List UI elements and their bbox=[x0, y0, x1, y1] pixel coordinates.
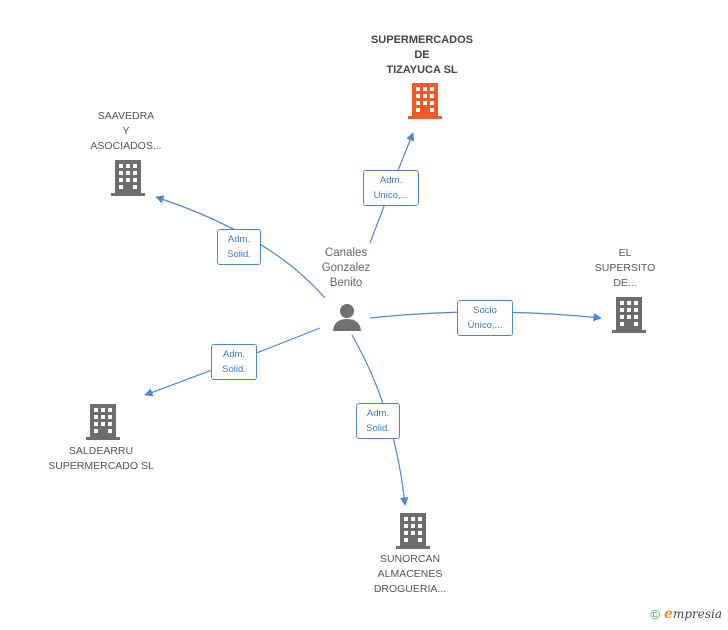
building-icon-tizayuca[interactable] bbox=[408, 83, 442, 119]
relation-label-sunorcan[interactable]: Adm. Solid. bbox=[356, 403, 400, 439]
relation-line: Adm. bbox=[366, 408, 390, 419]
brand-initial: e bbox=[664, 606, 673, 622]
brand-rest: mpresia bbox=[672, 607, 722, 621]
company-line: ALMACENES bbox=[377, 568, 443, 580]
person-line: Gonzalez bbox=[321, 262, 371, 274]
relation-line: Socio bbox=[473, 305, 497, 316]
relation-label-tizayuca[interactable]: Adm. Unico,... bbox=[363, 170, 419, 206]
person-line: Canales bbox=[324, 247, 368, 259]
company-line: Y bbox=[122, 125, 130, 137]
person-line: Benito bbox=[329, 277, 363, 289]
company-line: TIZAYUCA SL bbox=[386, 64, 458, 76]
company-line: SAAVEDRA bbox=[97, 110, 155, 122]
relation-line: Único,... bbox=[467, 320, 503, 331]
building-icon-saldearru[interactable] bbox=[86, 404, 120, 440]
relation-line: Unico,... bbox=[373, 190, 409, 201]
relation-line: Solid. bbox=[222, 364, 246, 375]
relation-line: Adm. bbox=[222, 349, 246, 360]
company-line: DE... bbox=[613, 277, 637, 289]
building-icon-saavedra[interactable] bbox=[111, 160, 145, 196]
company-label-saldearru: SALDEARRU SUPERMERCADO SL bbox=[33, 444, 169, 474]
brand-name: empresia bbox=[664, 606, 722, 622]
company-label-sunorcan: SUNORCAN ALMACENES DROGUERIA... bbox=[360, 552, 460, 597]
person-icon[interactable] bbox=[332, 302, 362, 332]
company-line: SALDEARRU bbox=[68, 445, 134, 457]
company-line: DROGUERIA... bbox=[373, 583, 447, 595]
copyright-symbol: © bbox=[650, 606, 661, 622]
company-line: SUPERMERCADOS bbox=[370, 34, 474, 46]
relation-line: Adm. bbox=[379, 175, 403, 186]
company-line: ASOCIADOS... bbox=[90, 140, 162, 152]
company-line: SUPERMERCADO SL bbox=[48, 460, 154, 472]
empresia-logo: © empresia bbox=[650, 606, 722, 622]
relation-label-supersito[interactable]: Socio Único,... bbox=[457, 300, 513, 336]
company-line: SUNORCAN bbox=[379, 553, 441, 565]
relation-line: Solid. bbox=[366, 423, 390, 434]
company-line: SUPERSITO bbox=[594, 262, 656, 274]
building-icon-sunorcan[interactable] bbox=[396, 513, 430, 549]
building-icon-supersito[interactable] bbox=[612, 297, 646, 333]
company-label-tizayuca: SUPERMERCADOS DE TIZAYUCA SL bbox=[352, 33, 492, 78]
relation-label-saldearru[interactable]: Adm. Solid. bbox=[211, 344, 257, 380]
relation-label-saavedra[interactable]: Adm. Solid. bbox=[217, 229, 261, 265]
person-label: Canales Gonzalez Benito bbox=[306, 246, 386, 291]
company-line: EL bbox=[618, 247, 632, 259]
company-label-saavedra: SAAVEDRA Y ASOCIADOS... bbox=[76, 109, 176, 154]
company-label-supersito: EL SUPERSITO DE... bbox=[585, 246, 665, 291]
relation-line: Adm. bbox=[227, 234, 251, 245]
relation-line: Solid. bbox=[227, 249, 251, 260]
company-line: DE bbox=[414, 49, 430, 61]
